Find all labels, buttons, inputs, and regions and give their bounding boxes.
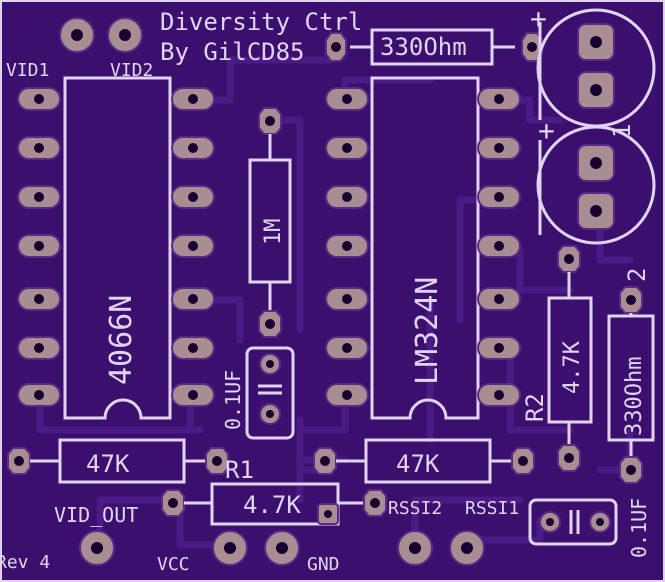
- pads-vcc-gnd: [212, 530, 300, 566]
- resistor-4-7k-bottom-label: 4.7K: [243, 491, 301, 519]
- resistor-4-7k-right: 4.7K: [547, 245, 593, 472]
- resistor-330ohm-right: 330Ohm: [607, 286, 655, 484]
- resistor-4-7k-right-label: 4.7K: [560, 340, 585, 394]
- resistor-1m: 1M: [248, 107, 292, 338]
- header-vid1-vid2: [59, 17, 143, 53]
- electrolytic-cap-middle: + 1 2: [536, 114, 656, 282]
- cap-middle-plus: +: [538, 114, 555, 147]
- label-vid-out: VID_OUT: [54, 503, 138, 527]
- board-title: Diversity Ctrl: [160, 8, 362, 36]
- ic-4066n-pads: [17, 87, 215, 407]
- resistor-330ohm-top-label: 330Ohm: [380, 33, 467, 61]
- pin-label-2: 2: [623, 268, 651, 282]
- pad-vid-out: [79, 530, 115, 566]
- resistor-330ohm-right-label: 330Ohm: [622, 357, 647, 436]
- pin-label-1: 1: [608, 124, 636, 138]
- label-rssi1: RSSI1: [465, 498, 519, 519]
- resistor-47k-right: 47K: [313, 438, 535, 484]
- resistor-1m-label: 1M: [261, 219, 286, 246]
- ic-4066n: 4066N: [17, 76, 215, 420]
- cap-top-plus: +: [530, 2, 547, 35]
- capacitor-01uf-middle-label: 0.1UF: [221, 370, 245, 430]
- label-vcc: VCC: [157, 554, 190, 575]
- board-author: By GilCD85: [160, 38, 305, 66]
- resistor-47k-right-label: 47K: [396, 450, 440, 478]
- pads-rssi: [397, 530, 485, 566]
- capacitor-01uf-bottom: 0.1UF: [528, 498, 651, 558]
- capacitor-01uf-middle: 0.1UF: [221, 346, 295, 440]
- ic-lm324n-pads: [325, 87, 521, 407]
- label-vid2: VID2: [110, 60, 153, 81]
- label-vid1: VID1: [6, 60, 49, 81]
- label-r1: R1: [225, 456, 254, 484]
- resistor-4-7k-bottom: 4.7K: [161, 482, 387, 526]
- ic-4066n-label: 4066N: [104, 295, 139, 385]
- label-r2: R2: [521, 393, 549, 422]
- label-rssi2: RSSI2: [388, 498, 442, 519]
- ic-lm324n-label: LM324N: [410, 277, 445, 385]
- via-bottom: [317, 503, 339, 525]
- ic-lm324n: LM324N: [325, 76, 521, 420]
- resistor-330ohm-top: 330Ohm: [325, 28, 543, 66]
- resistor-47k-left-label: 47K: [86, 450, 130, 478]
- label-gnd: GND: [307, 554, 340, 575]
- capacitor-01uf-bottom-label: 0.1UF: [627, 498, 651, 558]
- board-revision: Rev 4: [0, 552, 50, 573]
- resistor-47k-left: 47K: [7, 438, 229, 484]
